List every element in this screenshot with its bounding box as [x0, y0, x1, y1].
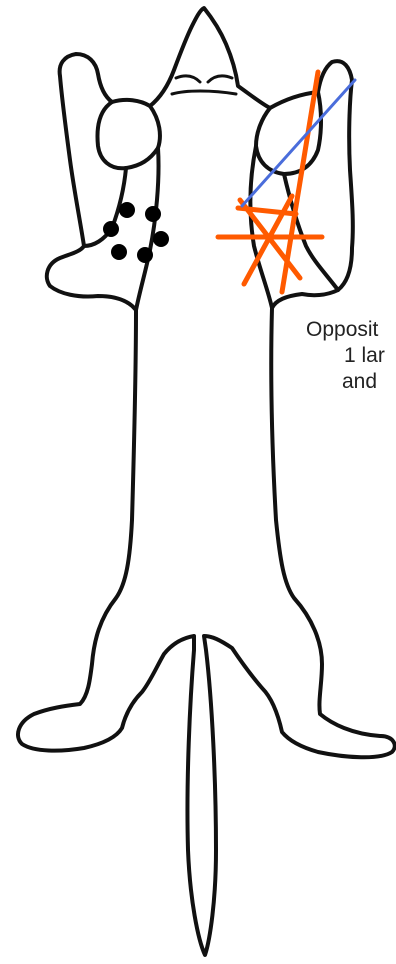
mouse-body-outline	[18, 8, 395, 955]
injection-dot	[119, 202, 135, 218]
injection-dot	[137, 247, 153, 263]
annotation-text: Opposit 1 lar and	[306, 318, 385, 393]
injection-dot	[111, 244, 127, 260]
injection-dot	[153, 231, 169, 247]
injection-dot	[145, 206, 161, 222]
mouse-left-shoulder	[136, 148, 159, 310]
mouse-left-arm-inner	[98, 102, 160, 168]
annotation-line-1: Opposit	[306, 318, 379, 341]
orange-strike-lines	[218, 72, 322, 292]
injection-dot	[103, 221, 119, 237]
injection-dots	[103, 202, 169, 263]
annotation-line-3: and	[342, 370, 377, 393]
annotation-line-2: 1 lar	[344, 344, 385, 367]
mouse-chin-line	[172, 91, 236, 94]
mouse-face-line-right	[208, 76, 232, 82]
mouse-face-line-left	[176, 76, 200, 82]
